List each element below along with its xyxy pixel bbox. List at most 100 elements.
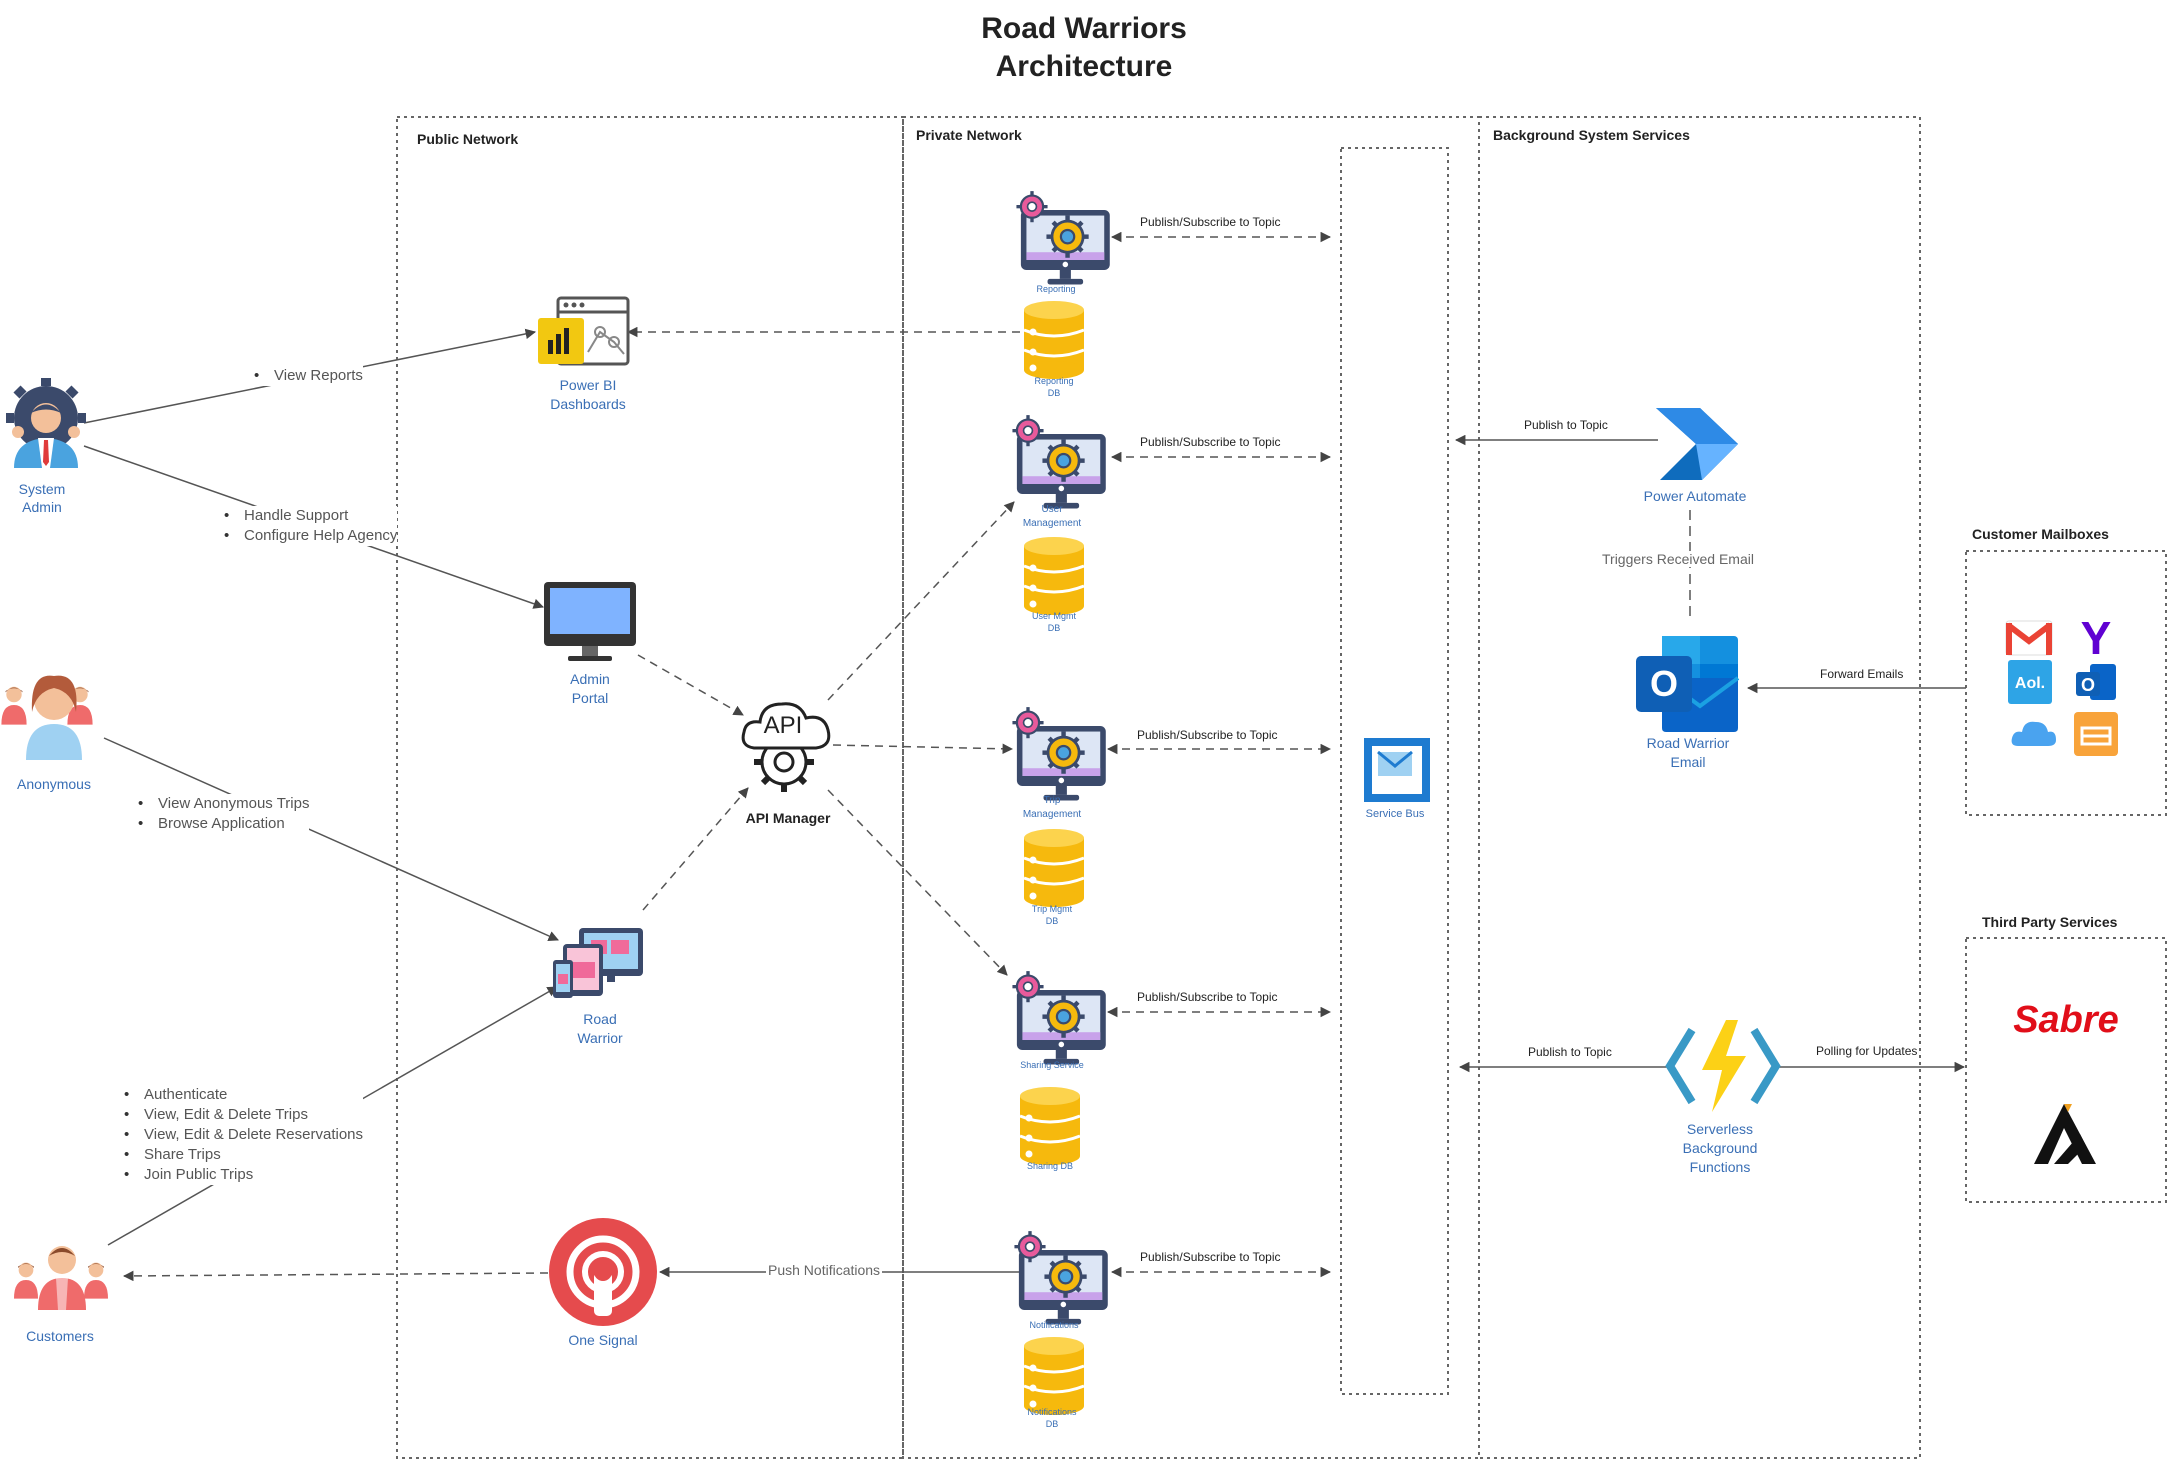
edge-portal-api [637,654,744,716]
road-warrior-label-l1: Road [583,1011,617,1027]
third-party-zone [1965,937,2167,1203]
edge-roadwarrior-api [642,787,749,911]
forward-emails-label: Forward Emails [1818,667,1906,681]
bullet-browse-application: Browse Application [132,814,309,834]
polling-label: Polling for Updates [1814,1044,1920,1058]
road-warrior-email-label-l1: Road Warrior [1646,735,1730,751]
road-warrior-email-label: Road Warrior Email [1628,734,1748,772]
title-line-2: Architecture [995,50,1173,83]
bullet-view-edit-delete-trips: View, Edit & Delete Trips [118,1105,363,1125]
anonymous-label: Anonymous [17,776,91,792]
onesignal-label: One Signal [568,1332,638,1348]
third-party-title: Third Party Services [1982,914,2118,930]
pubsub-reporting-label: Publish/Subscribe to Topic [1138,215,1283,229]
zone-containers [396,116,2167,1459]
trip-db-label-l1: Trip Mgmt [1031,904,1073,914]
push-notifications-label: Push Notifications [766,1262,883,1278]
sabre-logo: Sabre [2013,999,2119,1041]
customer-actions-list: Authenticate View, Edit & Delete Trips V… [118,1085,364,1185]
view-reports-list: View Reports [248,366,363,386]
anonymous-icon [1,675,93,760]
background-services-title: Background System Services [1493,127,1690,143]
trip-db-label-l2: DB [1045,916,1059,926]
edge-anon-road-warrior [103,737,559,941]
edge-onesignal-customers [122,1270,549,1282]
user-db-label-l1: User Mgmt [1031,611,1076,621]
bullet-view-edit-delete-reservations: View, Edit & Delete Reservations [118,1125,363,1145]
admin-actions-list: Handle Support Configure Help Agency [218,506,398,546]
aol-icon: Aol. [2008,660,2052,704]
azure-functions-icon [1665,1020,1781,1112]
trip-management-icon [1008,706,1108,806]
service-bus-icon [1364,738,1430,802]
reporting-db-label-l1: Reporting [1034,376,1074,386]
public-network-title: Public Network [417,131,519,147]
customers-label: Customers [26,1328,94,1344]
edge-api-user [827,501,1015,701]
anonymous-actions-list: View Anonymous Trips Browse Application [132,794,310,834]
user-management-label-l1: User [1041,504,1063,515]
power-automate-icon [1656,408,1738,480]
trip-management-label-l2: Management [1022,809,1082,820]
api-icon-text: API [763,712,803,739]
sharing-service-icon [1008,970,1108,1070]
bullet-join-public-trips: Join Public Trips [118,1165,363,1185]
bullet-authenticate: Authenticate [118,1085,363,1105]
user-db-icon [1018,536,1090,616]
outlook-letter: O [1650,663,1678,704]
public-network-zone [396,116,904,1459]
aol-text: Aol. [2015,675,2045,692]
user-db-label-l2: DB [1047,623,1061,633]
notifications-db-label-l2: DB [1045,1419,1059,1429]
powerbi-icon [538,296,630,366]
onesignal-icon [549,1218,657,1326]
diagram-title: Road Warriors Architecture [0,10,2168,86]
api-manager-icon [741,702,831,792]
admin-portal-icon [544,582,636,661]
sharing-service-label: Sharing Service [1020,1060,1084,1070]
notifications-db-icon [1018,1336,1090,1416]
notifications-db-label: Notifications DB [1010,1406,1094,1430]
road-warrior-email-label-l2: Email [1670,754,1706,770]
bullet-handle-support: Handle Support [218,506,397,526]
reporting-service-icon [1012,190,1112,290]
reporting-db-label: Reporting DB [1014,375,1094,399]
bullet-share-trips: Share Trips [118,1145,363,1165]
background-services-zone [1478,116,1921,1459]
user-db-label: User Mgmt DB [1014,610,1094,634]
customer-mailboxes-zone [1965,550,2167,816]
reporting-db-label-l2: DB [1047,388,1061,398]
outlook-small-letter: O [2081,675,2095,695]
trip-management-label: Trip Management [1012,794,1092,822]
road-warrior-label: Road Warrior [550,1010,650,1048]
triggers-label: Triggers Received Email [1600,551,1756,567]
admin-portal-label-l1: Admin [570,671,610,687]
sharing-db-icon [1014,1086,1086,1166]
edge-api-trip [832,743,1014,755]
road-warrior-label-l2: Warrior [577,1030,623,1046]
outlook-small-icon: O [2076,664,2116,700]
system-admin-label-l1: System [18,481,66,497]
customer-mailboxes-title: Customer Mailboxes [1972,526,2109,542]
private-network-title: Private Network [916,127,1022,143]
pubsub-notifications-label: Publish/Subscribe to Topic [1138,1250,1283,1264]
system-admin-label: System Admin [2,480,82,516]
serverless-label: Serverless Background Functions [1660,1120,1780,1177]
user-management-label: User Management [1012,503,1092,531]
power-automate-label: Power Automate [1643,488,1747,504]
gmail-icon [2005,620,2053,656]
notifications-label: Notifications [1029,1320,1079,1330]
bullet-configure-help-agency: Configure Help Agency [218,526,397,546]
icloud-icon [2011,721,2056,746]
trip-management-label-l1: Trip [1043,795,1061,806]
admin-portal-label: Admin Portal [540,670,640,708]
api-manager-label: API Manager [745,810,831,826]
notifications-service-icon [1010,1230,1110,1330]
road-warrior-icon [553,928,643,998]
service-bus-label: Service Bus [1365,808,1425,820]
reporting-db-icon [1018,300,1090,380]
edge-api-sharing [827,789,1008,976]
serverless-label-l3: Functions [1689,1159,1751,1175]
mailbox-icon [2074,712,2118,756]
